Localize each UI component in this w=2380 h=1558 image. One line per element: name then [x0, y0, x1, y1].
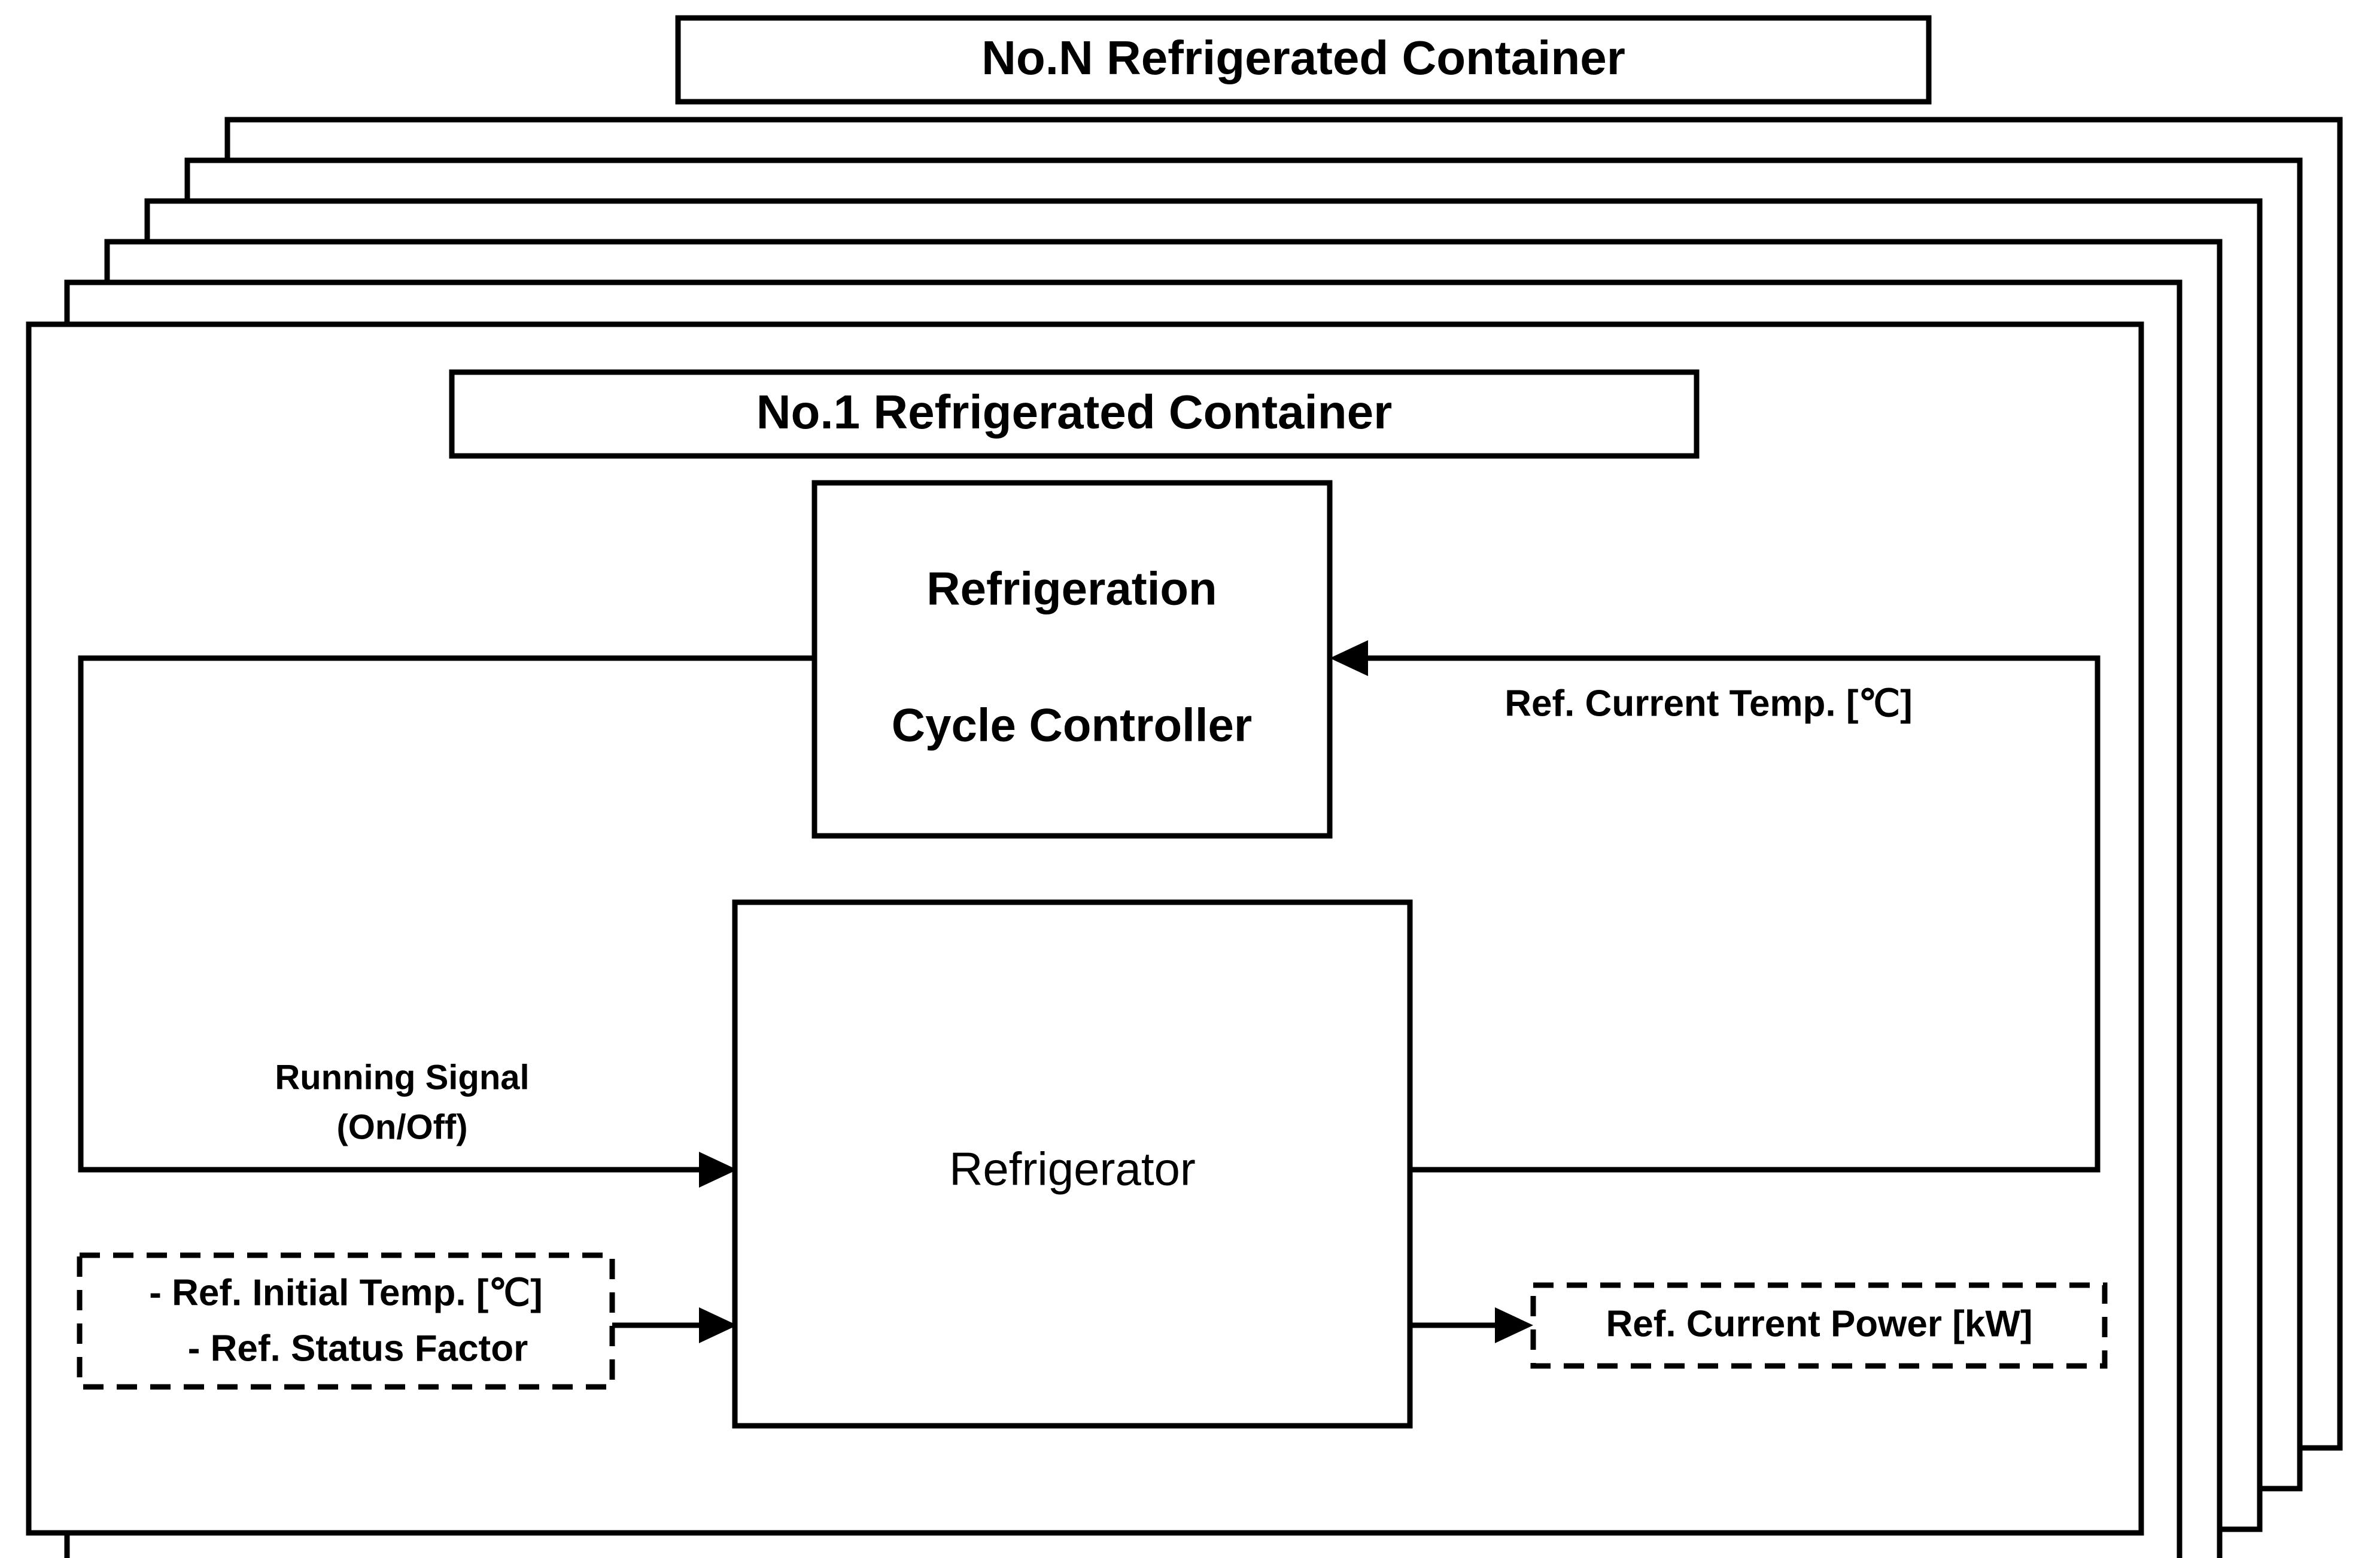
current-temp-label: Ref. Current Temp. [℃] [1504, 683, 1913, 724]
controller-label-line2: Cycle Controller [892, 699, 1252, 751]
input-parameter-line1: - Ref. Initial Temp. [℃] [149, 1272, 542, 1313]
current-temp-arrowhead [1330, 640, 1368, 676]
feedback-loop-wires [78, 640, 2101, 1188]
running-signal-label-line1: Running Signal [275, 1058, 529, 1097]
refrigerator-box[interactable] [732, 899, 1413, 1429]
input-parameters-box-group[interactable]: - Ref. Initial Temp. [℃] - Ref. Status F… [77, 1252, 615, 1390]
controller-label-line1: Refrigeration [926, 562, 1217, 615]
output-power-arrowhead [1495, 1307, 1533, 1343]
input-parameters-arrowhead [699, 1307, 737, 1343]
running-signal-arrowhead [699, 1152, 737, 1188]
input-parameters-box[interactable] [77, 1252, 615, 1390]
output-power-label: Ref. Current Power [kW] [1606, 1303, 2032, 1344]
top-title-group: No.N Refrigerated Container [675, 15, 1932, 105]
top-title-text: No.N Refrigerated Container [981, 31, 1625, 84]
running-signal-wire [78, 655, 814, 1173]
input-parameters-wire-group [612, 1307, 737, 1343]
running-signal-label-line2: (On/Off) [336, 1107, 467, 1146]
output-power-box[interactable] [1530, 1282, 2108, 1369]
top-title-box [675, 15, 1932, 105]
refrigerator-label: Refrigerator [949, 1143, 1196, 1195]
current-temp-wire [1346, 655, 2101, 1173]
output-power-box-group[interactable]: Ref. Current Power [kW] [1530, 1282, 2108, 1369]
refrigerator-block[interactable]: Refrigerator [732, 899, 1413, 1429]
front-title-text: No.1 Refrigerated Container [756, 385, 1392, 439]
front-title-group: No.1 Refrigerated Container [449, 369, 1700, 459]
controller-box[interactable] [811, 480, 1333, 839]
input-parameter-line2: - Ref. Status Factor [188, 1328, 528, 1369]
front-title-box [449, 369, 1700, 459]
refrigeration-cycle-controller-block[interactable]: Refrigeration Cycle Controller [811, 480, 1333, 839]
output-power-wire-group [1410, 1307, 1533, 1343]
